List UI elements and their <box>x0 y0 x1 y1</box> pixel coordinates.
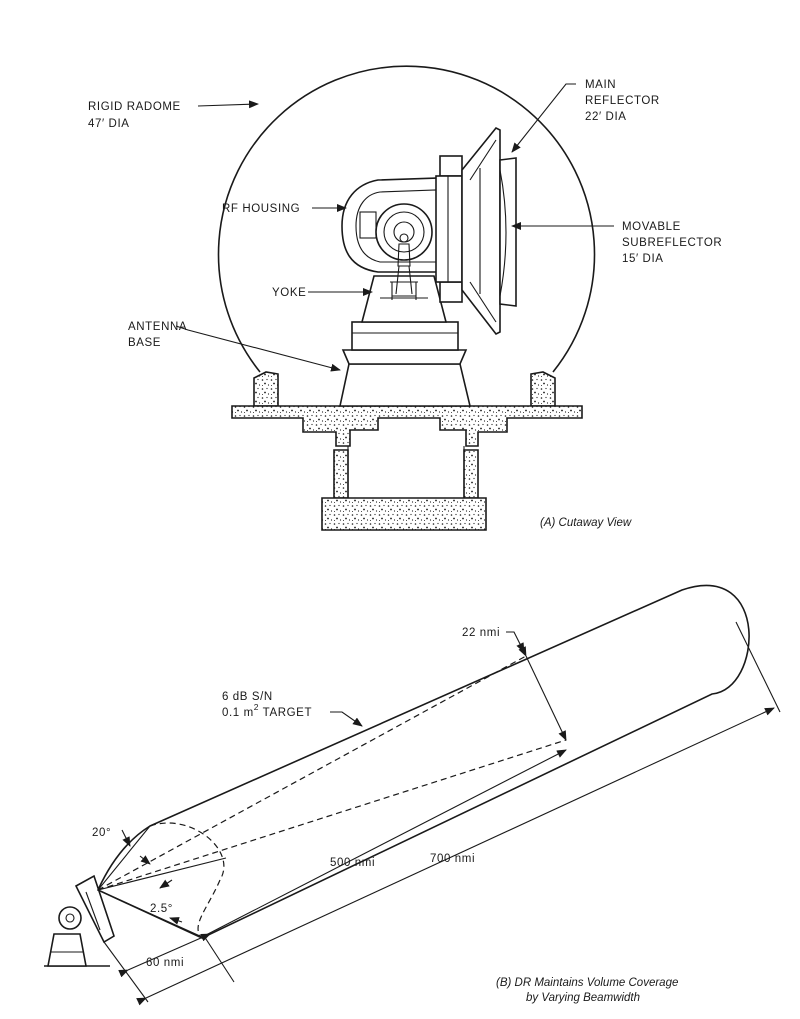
angle-2-5-arrow <box>159 879 173 889</box>
rf-housing-panel <box>359 211 377 239</box>
dish-rib-2 <box>469 281 497 323</box>
target-label: 6 dB S/N 0.1 m2 TARGET <box>222 691 312 719</box>
angle-2-5-label: 2.5° <box>150 903 173 915</box>
radome-footing-right <box>530 371 556 407</box>
range-500-label: 500 nmi <box>330 857 375 869</box>
feed-horn-mid <box>383 211 425 253</box>
foundation-slab <box>231 405 583 447</box>
subreflector-label: MOVABLE SUBREFLECTOR 15′ DIA <box>622 221 726 265</box>
yoke-label: YOKE <box>272 287 306 299</box>
radome-leader <box>197 100 259 109</box>
range-700-ext-line <box>735 621 781 713</box>
angle-20-label: 20° <box>92 827 111 839</box>
target-leader <box>330 711 363 727</box>
rf-housing-label: RF HOUSING <box>222 203 300 215</box>
small-antenna <box>47 874 115 967</box>
antenna-base-collar <box>341 349 468 365</box>
range-60-dimension <box>118 933 211 978</box>
beam-axis <box>97 857 227 891</box>
range-60-label: 60 nmi <box>146 957 184 969</box>
width-22-dimension <box>518 646 567 741</box>
antenna-base-body <box>339 363 472 407</box>
bracket-bottom <box>439 281 463 303</box>
main-reflector-label: MAIN REFLECTOR 22′ DIA <box>585 79 664 123</box>
angle-2-5-arrow-b <box>169 917 183 925</box>
antenna-base-top <box>351 321 459 351</box>
rf-housing-inner <box>355 189 439 263</box>
beam-envelope <box>96 584 750 939</box>
bracket-top <box>439 155 463 177</box>
radome-footing-left <box>253 371 279 407</box>
angle-20-arrow <box>121 829 131 847</box>
cutaway-view: RIGID RADOME 47′ DIA MAIN REFLECTOR 22′ … <box>88 65 726 531</box>
caption-b: (B) DR Maintains Volume Coverage by Vary… <box>496 977 682 1004</box>
beam-coverage-view: 6 dB S/N 0.1 m2 TARGET 22 nmi 500 nmi 70… <box>44 584 781 1006</box>
dish-rib-1 <box>469 139 497 181</box>
radome-dome <box>217 65 596 373</box>
width-22-leader <box>506 631 525 653</box>
main-reflector-leader <box>511 83 576 153</box>
pit-floor <box>321 497 487 531</box>
yoke <box>360 275 448 323</box>
operator-figure <box>390 233 418 300</box>
range-origin-ext-line <box>103 941 149 1003</box>
pit-wall-right <box>463 449 479 499</box>
wide-beam-cone <box>97 825 201 937</box>
antenna-base-leader <box>175 325 341 372</box>
range-700-dimension <box>136 707 775 1006</box>
range-700-label: 700 nmi <box>430 853 475 865</box>
caption-a: (A) Cutaway View <box>540 517 632 529</box>
pit-wall-left <box>333 449 349 499</box>
antenna-base-label: ANTENNA BASE <box>128 321 190 349</box>
angle-20-arrow-b <box>139 855 151 865</box>
reflector-backing <box>435 175 463 283</box>
wide-beam-dashed-circle <box>149 822 225 939</box>
width-22-label: 22 nmi <box>462 627 500 639</box>
subreflector-curve <box>499 169 507 297</box>
radome-label: RIGID RADOME 47′ DIA <box>88 101 185 130</box>
main-reflector <box>461 126 501 336</box>
